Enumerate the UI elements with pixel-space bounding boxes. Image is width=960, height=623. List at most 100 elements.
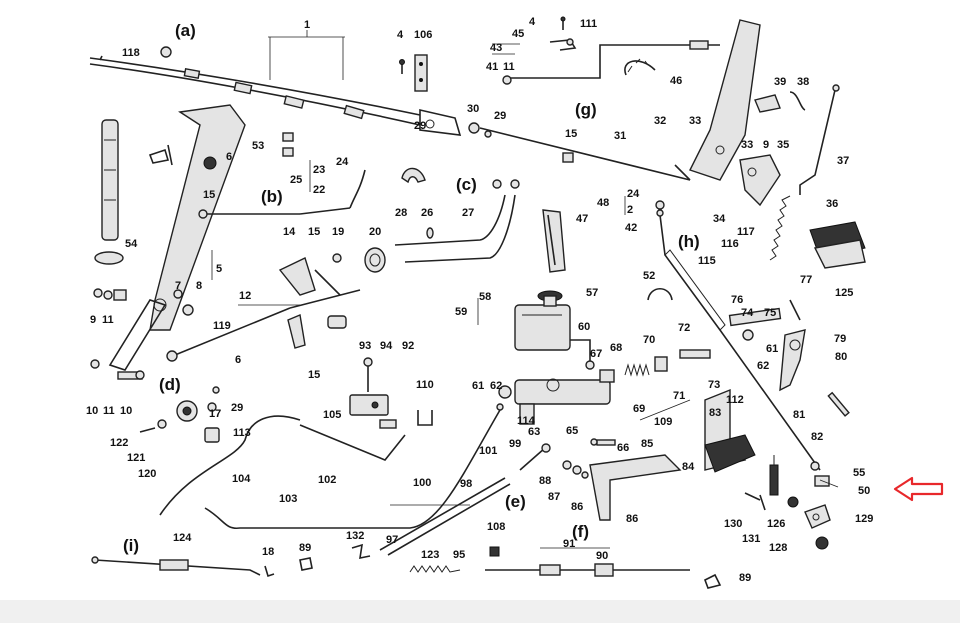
part-sleeve-15-mid [327, 315, 347, 329]
part-label: 92 [402, 340, 414, 352]
part-pin-26 [426, 227, 434, 239]
part-label: 45 [512, 28, 524, 40]
section-label-g: (g) [575, 100, 597, 119]
part-label: 74 [741, 307, 754, 319]
part-label: 43 [490, 42, 502, 54]
part-label: 62 [490, 380, 502, 392]
part-cable-i [91, 556, 261, 576]
part-label: 15 [308, 369, 320, 381]
highlight-arrow [893, 476, 944, 502]
part-label: 29 [414, 120, 426, 132]
part-label: 54 [125, 238, 138, 250]
part-bracket-125 [809, 221, 866, 269]
part-cable-g [468, 122, 691, 181]
part-label: 8 [196, 280, 202, 292]
part-bracket-129 [804, 504, 831, 529]
part-master-cylinder [498, 378, 611, 425]
part-label: 24 [627, 188, 640, 200]
part-pedal-cables-c [394, 179, 520, 263]
part-lever-upper-right [689, 19, 761, 181]
part-bracket-105 [349, 357, 389, 416]
part-pedal-arm-80 [779, 329, 806, 392]
part-label: 113 [233, 427, 251, 439]
part-label: 99 [509, 438, 521, 450]
part-rod-h [655, 200, 821, 471]
part-label: 37 [837, 155, 849, 167]
part-cam-35 [739, 154, 781, 207]
part-label: 114 [517, 415, 536, 427]
part-label: 12 [239, 290, 251, 302]
part-label: 19 [332, 226, 344, 238]
part-label: 28 [395, 207, 407, 219]
part-switch-126 [769, 455, 779, 496]
part-spring-52 [647, 287, 673, 301]
part-label: 87 [548, 491, 560, 503]
part-washers-87-88 [562, 460, 589, 479]
part-label: 93 [359, 340, 371, 352]
part-bolt-4-top [399, 59, 405, 74]
part-label: 14 [283, 226, 296, 238]
diagram-canvas: (a) (b) (c) (d) (e) (f) (g) (h) (i) 1 4 … [86, 16, 944, 589]
part-washers-121-122 [139, 419, 167, 433]
part-label: 86 [571, 501, 583, 513]
part-label: 86 [626, 513, 638, 525]
part-brake-line-103 [204, 403, 504, 530]
part-label: 118 [122, 47, 140, 59]
part-label: 5 [216, 263, 222, 275]
part-label: 77 [800, 274, 812, 286]
part-bracket-47 [542, 209, 566, 273]
part-label: 27 [462, 207, 474, 219]
part-label: 122 [110, 437, 128, 449]
part-bracket-106 [414, 54, 428, 92]
part-label: 39 [774, 76, 786, 88]
part-piston-assembly [599, 349, 711, 383]
part-nuts-128 [787, 496, 829, 550]
part-bolt-99 [519, 443, 551, 471]
part-cable-100 [379, 477, 511, 556]
part-label: 31 [614, 130, 626, 142]
part-label: 42 [625, 222, 637, 234]
part-grommet-28 [401, 167, 426, 184]
part-label: 30 [467, 103, 479, 115]
part-clip-132 [351, 543, 371, 560]
part-label: 33 [689, 115, 701, 127]
part-label: 97 [386, 534, 398, 546]
part-label: 117 [737, 226, 755, 238]
part-label: 91 [563, 538, 575, 550]
part-label: 63 [528, 426, 540, 438]
part-label: 29 [494, 110, 506, 122]
part-pin-10-11 [90, 359, 145, 380]
section-label-d: (d) [159, 375, 181, 394]
part-cable-assembly-1 [89, 55, 462, 136]
part-label: 9 [763, 139, 769, 151]
part-arrow-50 [893, 476, 944, 502]
part-label: 46 [670, 75, 682, 87]
part-label: 7 [175, 280, 181, 292]
part-label: 110 [416, 379, 434, 391]
part-clip-18 [264, 565, 275, 578]
section-label-e: (e) [505, 492, 526, 511]
part-label: 1 [304, 19, 310, 31]
part-screw-130-131 [744, 492, 766, 511]
part-label: 71 [673, 390, 685, 402]
part-label: 6 [235, 354, 241, 366]
part-label: 55 [853, 467, 865, 479]
part-label: 108 [487, 521, 505, 533]
part-label: 116 [721, 238, 739, 250]
part-label: 111 [580, 18, 597, 30]
part-label: 106 [414, 29, 432, 41]
part-label: 62 [757, 360, 769, 372]
part-label: 50 [858, 485, 870, 497]
part-bracket-14 [278, 257, 341, 296]
part-label: 41 [486, 61, 498, 73]
part-clip-45 [549, 38, 577, 51]
part-cable-b [198, 169, 366, 219]
part-spring-36 [769, 195, 791, 261]
part-brake-line-104 [159, 415, 301, 516]
part-label: 38 [797, 76, 809, 88]
section-label-i: (i) [123, 536, 139, 555]
part-label: 6 [226, 151, 232, 163]
part-bushing-20 [364, 247, 386, 273]
part-number-labels: 1 4 106 118 4 111 45 43 41 11 46 39 38 5… [86, 16, 873, 584]
part-label: 98 [460, 478, 472, 490]
